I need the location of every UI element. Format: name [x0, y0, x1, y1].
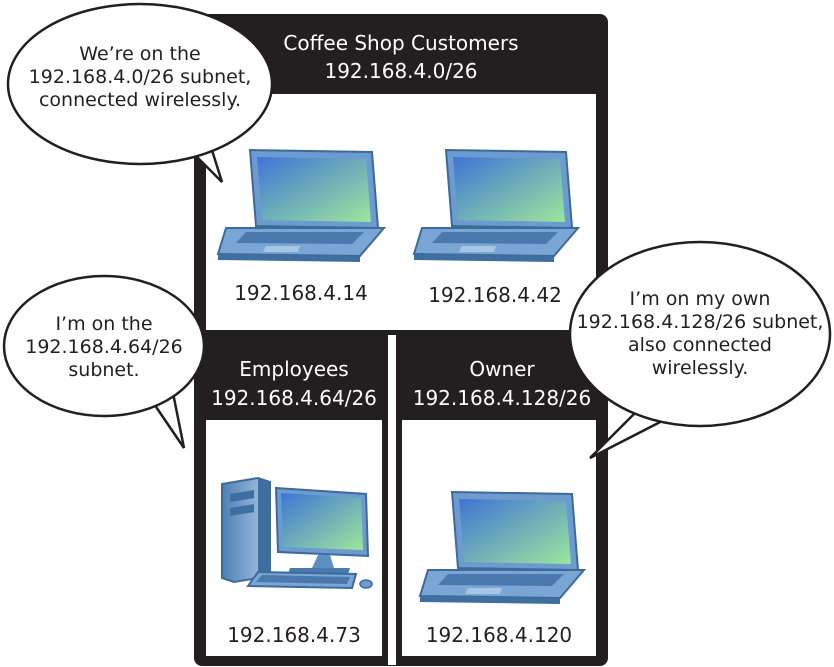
customers-panel-subnet: 192.168.4.0/26: [324, 59, 478, 83]
employees-speech-bubble: [2, 274, 206, 449]
customers-bubble-line-2: 192.168.4.0/26 subnet,: [28, 66, 252, 88]
owner-bubble-text: I’m on my own 192.168.4.128/26 subnet, a…: [570, 288, 830, 380]
employees-panel-title: Employees: [239, 357, 349, 381]
customers-panel-title: Coffee Shop Customers: [283, 31, 519, 55]
customers-bubble-text: We’re on the 192.168.4.0/26 subnet, conn…: [10, 43, 270, 112]
customer-laptop-2-ip: 192.168.4.42: [428, 283, 562, 307]
employees-bubble-line-3: subnet.: [68, 359, 140, 381]
employees-panel-subnet: 192.168.4.64/26: [211, 386, 377, 410]
owner-laptop-ip: 192.168.4.120: [425, 623, 573, 647]
panel-divider: [388, 335, 396, 665]
employees-bubble-text: I’m on the 192.168.4.64/26 subnet.: [4, 313, 204, 382]
employee-desktop-ip: 192.168.4.73: [227, 623, 361, 647]
owner-panel-subnet: 192.168.4.128/26: [412, 386, 592, 410]
owner-laptop-icon: [418, 490, 587, 604]
employees-bubble-line-1: I’m on the: [55, 313, 153, 335]
owner-bubble-line-4: wirelessly.: [651, 357, 749, 379]
customers-speech-bubble: [6, 2, 274, 183]
employees-bubble-line-2: 192.168.4.64/26: [25, 336, 183, 358]
customer-laptop-1-ip: 192.168.4.14: [234, 281, 368, 305]
owner-panel-title: Owner: [469, 357, 535, 381]
employee-desktop-icon: [221, 476, 373, 590]
owner-bubble-line-2: 192.168.4.128/26 subnet,: [576, 311, 824, 333]
customer-laptop-2-icon: [412, 148, 581, 262]
owner-bubble-line-1: I’m on my own: [629, 288, 771, 310]
panel-divider-caret-icon: [388, 343, 396, 348]
customer-laptop-1-icon: [216, 148, 387, 262]
customers-bubble-line-3: connected wirelessly.: [38, 89, 242, 111]
customers-bubble-line-1: We’re on the: [79, 43, 201, 65]
owner-bubble-line-3: also connected: [628, 334, 772, 356]
owner-speech-bubble: [568, 240, 832, 460]
